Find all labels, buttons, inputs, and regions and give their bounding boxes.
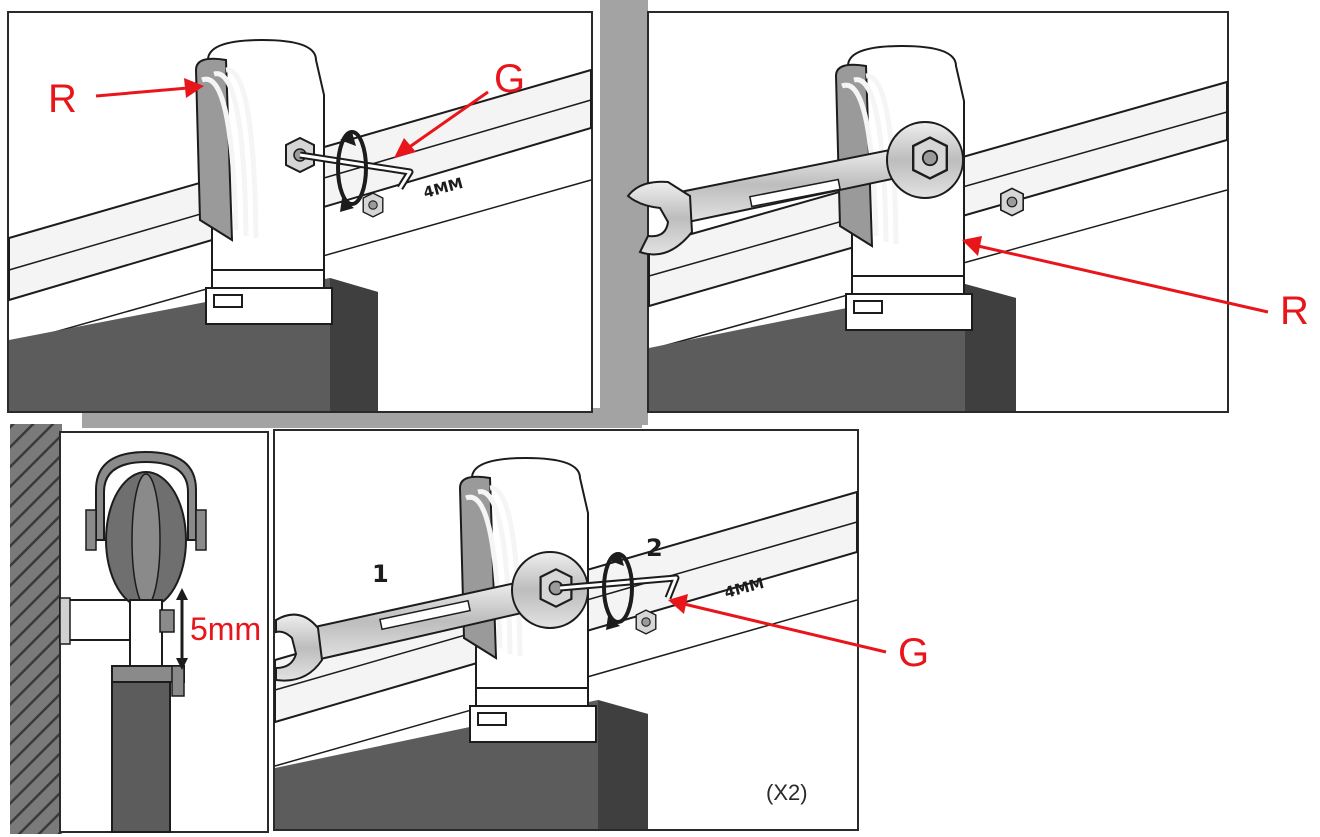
callout-g: G xyxy=(898,631,929,675)
allen-key-icon xyxy=(559,574,680,600)
step-2-label: 2 xyxy=(646,534,663,562)
panel-top-right: R xyxy=(626,11,1309,413)
quantity-label: (X2) xyxy=(766,780,808,805)
panel-bottom: 1 2 4MM G (X2) xyxy=(273,429,929,831)
rotation-arrow-icon xyxy=(602,552,634,630)
callout-r: R xyxy=(1280,289,1309,333)
callout-r: R xyxy=(48,77,77,121)
open-end-wrench-icon xyxy=(626,121,964,256)
door-edge xyxy=(111,681,171,833)
panel-side-view: 5mm xyxy=(59,431,269,833)
gap-label: 5mm xyxy=(190,611,261,647)
step-1-label: 1 xyxy=(372,560,389,588)
rotation-arrow-icon xyxy=(336,130,368,212)
background-wall xyxy=(600,0,648,425)
panel-top-left: 4MM R G xyxy=(7,11,593,413)
wall-hatch xyxy=(10,424,62,834)
callout-g: G xyxy=(494,57,525,101)
open-end-wrench-icon xyxy=(275,551,589,682)
